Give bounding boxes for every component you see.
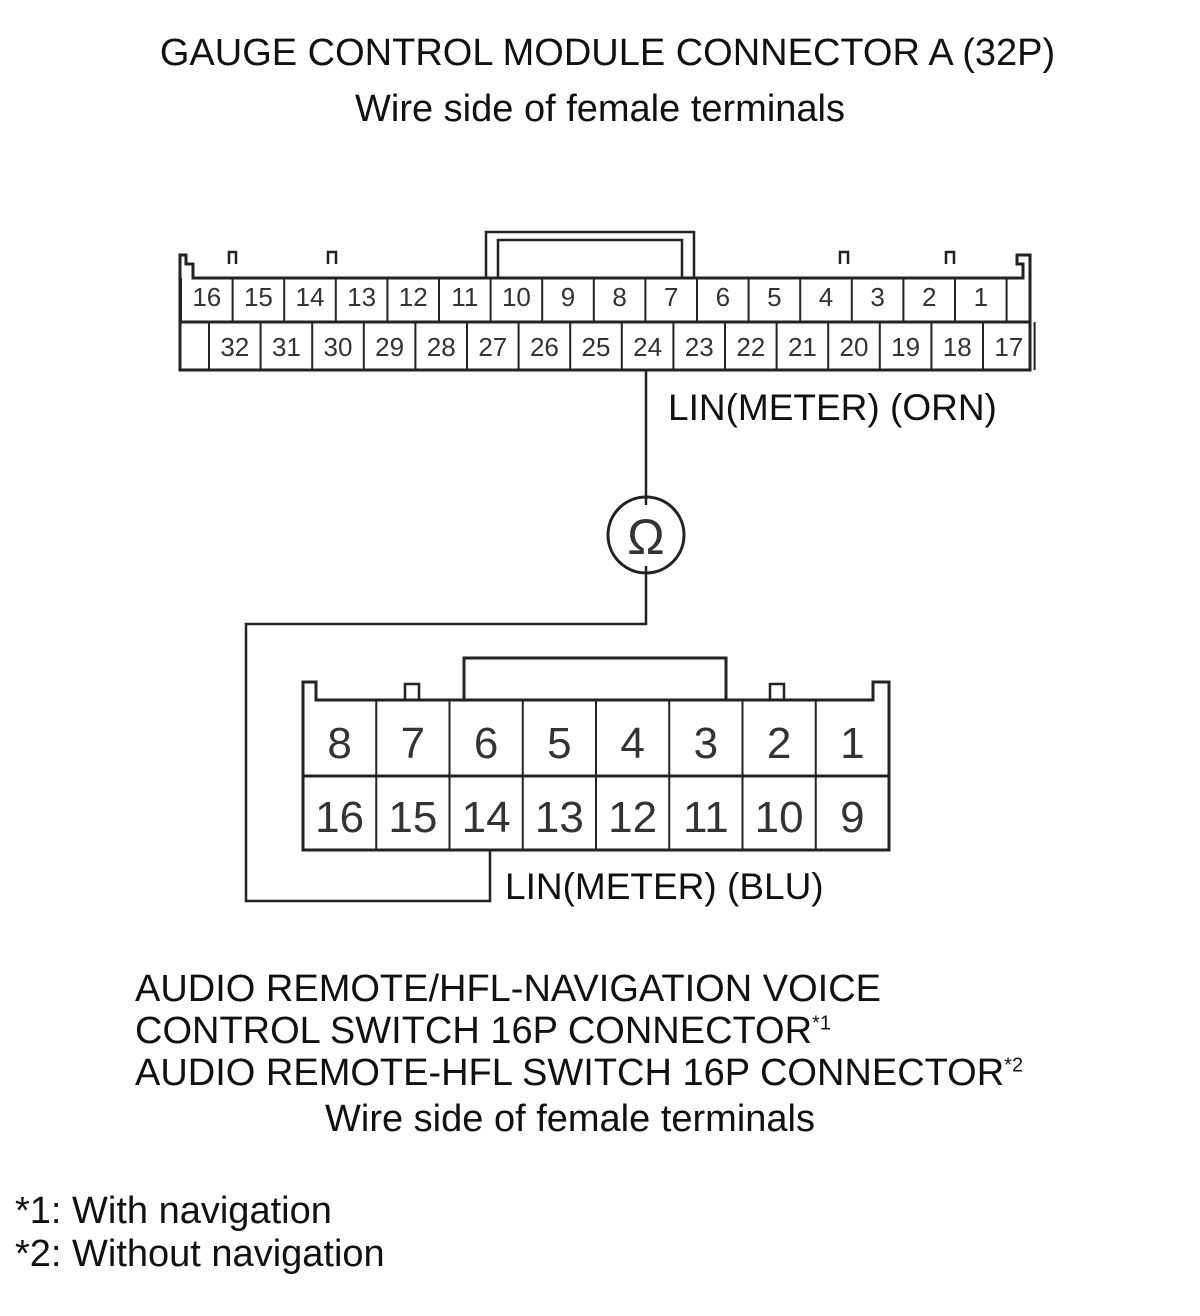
connector-a-pin-label: 20 (840, 332, 869, 362)
ohm-icon: Ω (627, 509, 664, 565)
connector-a-pin-label: 22 (736, 332, 765, 362)
connector-a-pin-label: 29 (375, 332, 404, 362)
connector-a-pin-label: 8 (612, 282, 626, 312)
connector-b-subtitle: Wire side of female terminals (325, 1098, 815, 1140)
connector-b-pin-label: 13 (535, 793, 584, 842)
connector-a-housing (178, 253, 1032, 372)
wire-label-blu: LIN(METER) (BLU) (505, 866, 824, 907)
connector-b-bump (768, 682, 786, 700)
connector-a-pin-label: 25 (582, 332, 611, 362)
connector-b-pin-label: 11 (683, 793, 729, 842)
wire-label-orn: LIN(METER) (ORN) (668, 387, 997, 428)
connector-a-pin-label: 7 (664, 282, 678, 312)
connector-a-lock-tab (484, 230, 696, 278)
connector-b-pin-label: 15 (388, 793, 437, 842)
connector-b-pin-label: 1 (840, 719, 864, 768)
connector-a-pin-label: 14 (296, 282, 325, 312)
connector-a-pin-label: 13 (347, 282, 376, 312)
connector-a-pin-label: 31 (272, 332, 301, 362)
connector-b-pin-label: 7 (401, 719, 425, 768)
connector-b-caption-line1: AUDIO REMOTE/HFL-NAVIGATION VOICE (135, 968, 881, 1010)
connector-a-pin-label: 9 (561, 282, 575, 312)
connector-b-caption-line3: AUDIO REMOTE-HFL SWITCH 16P CONNECTOR*2 (135, 1052, 1024, 1094)
connector-b-pin-label: 12 (608, 793, 657, 842)
connector-b-pin-label: 10 (755, 793, 804, 842)
diagram-subtitle: Wire side of female terminals (355, 88, 845, 130)
connector-a-pin-label: 5 (767, 282, 781, 312)
connector-a-pin-label: 11 (451, 282, 478, 312)
connector-a-bump (227, 250, 238, 264)
footnote-marker-2: *2 (1004, 1054, 1024, 1077)
connector-b-pin-label: 14 (462, 793, 511, 842)
connector-b-pin-label: 3 (694, 719, 718, 768)
connector-a-pin-label: 15 (244, 282, 273, 312)
connector-b-lock-tab (462, 656, 728, 700)
footnote-marker-1: *1 (812, 1012, 831, 1035)
connector-b-pin-label: 4 (620, 719, 644, 768)
connector-b-pin-label: 6 (474, 719, 498, 768)
connector-a-pin-label: 6 (716, 282, 730, 312)
connector-a-pin-label: 3 (870, 282, 884, 312)
connector-a-pin-label: 16 (192, 282, 221, 312)
connector-b-caption-line2: CONTROL SWITCH 16P CONNECTOR*1 (135, 1010, 831, 1052)
connector-a-pin-label: 10 (502, 282, 531, 312)
connector-b-pin-label: 8 (327, 719, 351, 768)
connector-b-pin-label: 16 (315, 793, 364, 842)
connector-a-pin-label: 19 (891, 332, 920, 362)
connector-a-bump (838, 250, 850, 264)
connector-a-pin-label: 27 (478, 332, 507, 362)
connector-a-pin-label: 23 (685, 332, 714, 362)
connector-a-pin-label: 2 (922, 282, 936, 312)
connector-a-pin-label: 12 (399, 282, 428, 312)
wire-meter-to-blu (244, 566, 648, 903)
connector-a-pin-label: 17 (994, 332, 1023, 362)
connector-a-pin-label: 18 (943, 332, 972, 362)
connector-a-pin-label: 1 (974, 282, 988, 312)
connector-a-pin-label: 4 (819, 282, 833, 312)
connector-a-pin-label: 28 (427, 332, 456, 362)
connector-b-pin-label: 2 (767, 719, 791, 768)
footnote-2: *2: Without navigation (15, 1233, 385, 1275)
connector-a-bump (944, 250, 956, 264)
connector-b-pin-label: 9 (840, 793, 864, 842)
connector-a-pin-label: 30 (324, 332, 353, 362)
connector-a-pin-label: 32 (220, 332, 249, 362)
connector-a-pin-label: 21 (788, 332, 817, 362)
connector-b-housing (301, 680, 891, 852)
diagram-title: GAUGE CONTROL MODULE CONNECTOR A (32P) (159, 32, 1056, 74)
footnote-1: *1: With navigation (15, 1190, 332, 1232)
connector-a-pin-label: 24 (633, 332, 662, 362)
connector-a-bump (326, 250, 338, 264)
ohmmeter-circle (606, 495, 686, 575)
connector-b-bump (403, 682, 421, 700)
connector-a-pin-label: 26 (530, 332, 559, 362)
connector-b-pin-label: 5 (547, 719, 571, 768)
